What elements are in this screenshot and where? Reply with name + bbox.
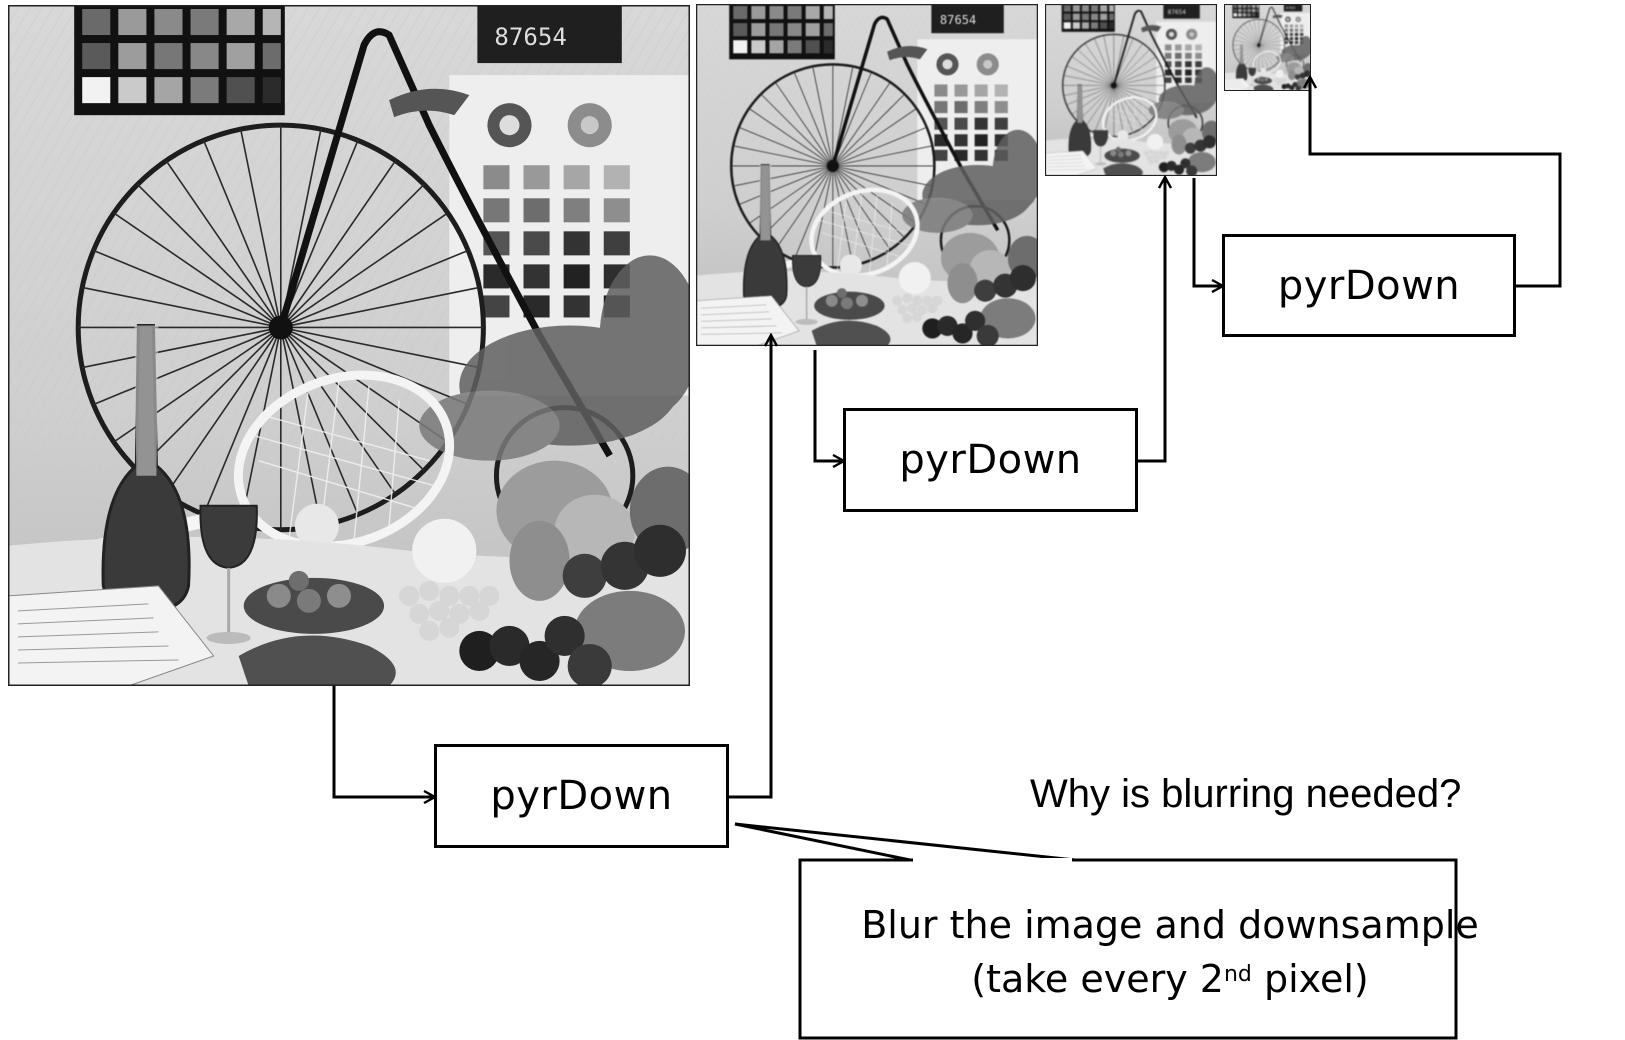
arrow-op2-to-level2	[1138, 178, 1165, 463]
callout-line-2-post: pixel)	[1251, 957, 1369, 1001]
question-text: Why is blurring needed?	[1030, 772, 1462, 816]
callout-pointer	[734, 822, 1076, 862]
pyrdown-label-3: pyrDown	[1277, 262, 1461, 309]
arrow-op1-to-level1	[729, 336, 771, 799]
callout-line-2: (take every 2nd pixel)	[830, 952, 1510, 1006]
callout-text: Blur the image and downsample (take ever…	[830, 898, 1510, 1006]
pyramid-image-level-0: 87654	[8, 5, 690, 686]
pyrdown-box-2: pyrDown	[843, 408, 1138, 512]
arrow-level2-to-op3	[1192, 178, 1222, 286]
callout-line-1: Blur the image and downsample	[861, 903, 1479, 947]
arrow-level0-to-op1	[332, 686, 434, 797]
pyramid-image-level-1	[696, 4, 1038, 346]
pyramid-image-level-2	[1045, 4, 1217, 176]
pyrdown-label-2: pyrDown	[899, 437, 1082, 483]
pyrdown-label-1: pyrDown	[490, 773, 673, 819]
arrow-level1-to-op2	[813, 350, 843, 461]
pyramid-image-level-3	[1224, 4, 1311, 91]
pyrdown-box-1: pyrDown	[434, 744, 729, 848]
pyrdown-box-3: pyrDown	[1222, 234, 1516, 337]
callout-line-2-pre: (take every 2	[971, 957, 1224, 1001]
callout-line-2-sup: nd	[1223, 962, 1252, 987]
